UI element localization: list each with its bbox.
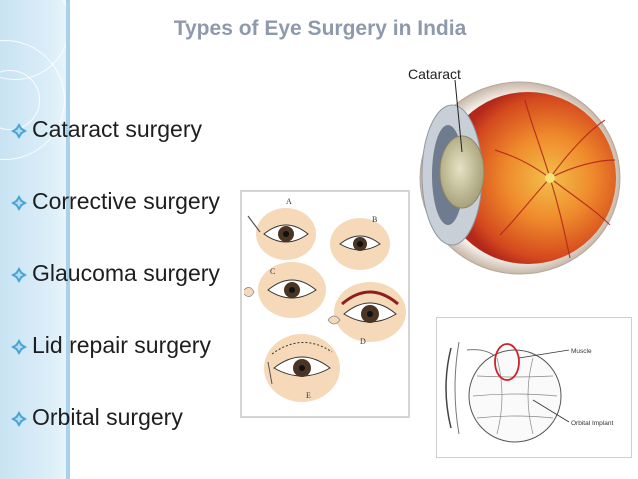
bullet-item: Orbital surgery	[10, 404, 183, 431]
diamond-bullet-icon	[11, 266, 27, 283]
cataract-label: Cataract	[408, 66, 461, 82]
panel-letter: C	[270, 267, 275, 276]
bullet-label: Cataract surgery	[32, 116, 203, 142]
bullet-label: Corrective surgery	[32, 188, 220, 214]
diamond-bullet-icon	[11, 194, 27, 211]
bullet-item: Lid repair surgery	[10, 332, 211, 359]
lid-repair-illustration: A B C D E	[243, 197, 406, 402]
orbital-implant-illustration: Muscle Orbital Implant	[445, 341, 613, 443]
cataract-eye-illustration	[419, 79, 621, 275]
diamond-bullet-icon	[11, 122, 27, 139]
muscle-label: Muscle	[571, 348, 592, 355]
diamond-bullet-icon	[11, 410, 27, 427]
panel-letter: A	[286, 197, 292, 206]
bullet-label: Orbital surgery	[32, 404, 183, 430]
panel-letter: B	[372, 215, 377, 224]
bullet-label: Lid repair surgery	[32, 332, 211, 358]
left-decorative-band	[0, 0, 70, 479]
lid-repair-panel: A B C D E	[240, 190, 410, 418]
slide-title: Types of Eye Surgery in India	[173, 17, 467, 40]
bullet-item: Corrective surgery	[10, 188, 220, 215]
bullet-item: Cataract surgery	[10, 116, 202, 143]
diamond-bullet-icon	[11, 338, 27, 355]
orbital-implant-panel: Muscle Orbital Implant	[436, 317, 632, 458]
panel-letter: E	[306, 391, 311, 400]
bullet-label: Glaucoma surgery	[32, 260, 220, 286]
muscle-marker	[494, 343, 520, 381]
orbital-implant-label: Orbital Implant	[571, 420, 613, 427]
band-edge	[66, 0, 70, 479]
bullet-item: Glaucoma surgery	[10, 260, 220, 287]
panel-letter: D	[360, 337, 366, 346]
